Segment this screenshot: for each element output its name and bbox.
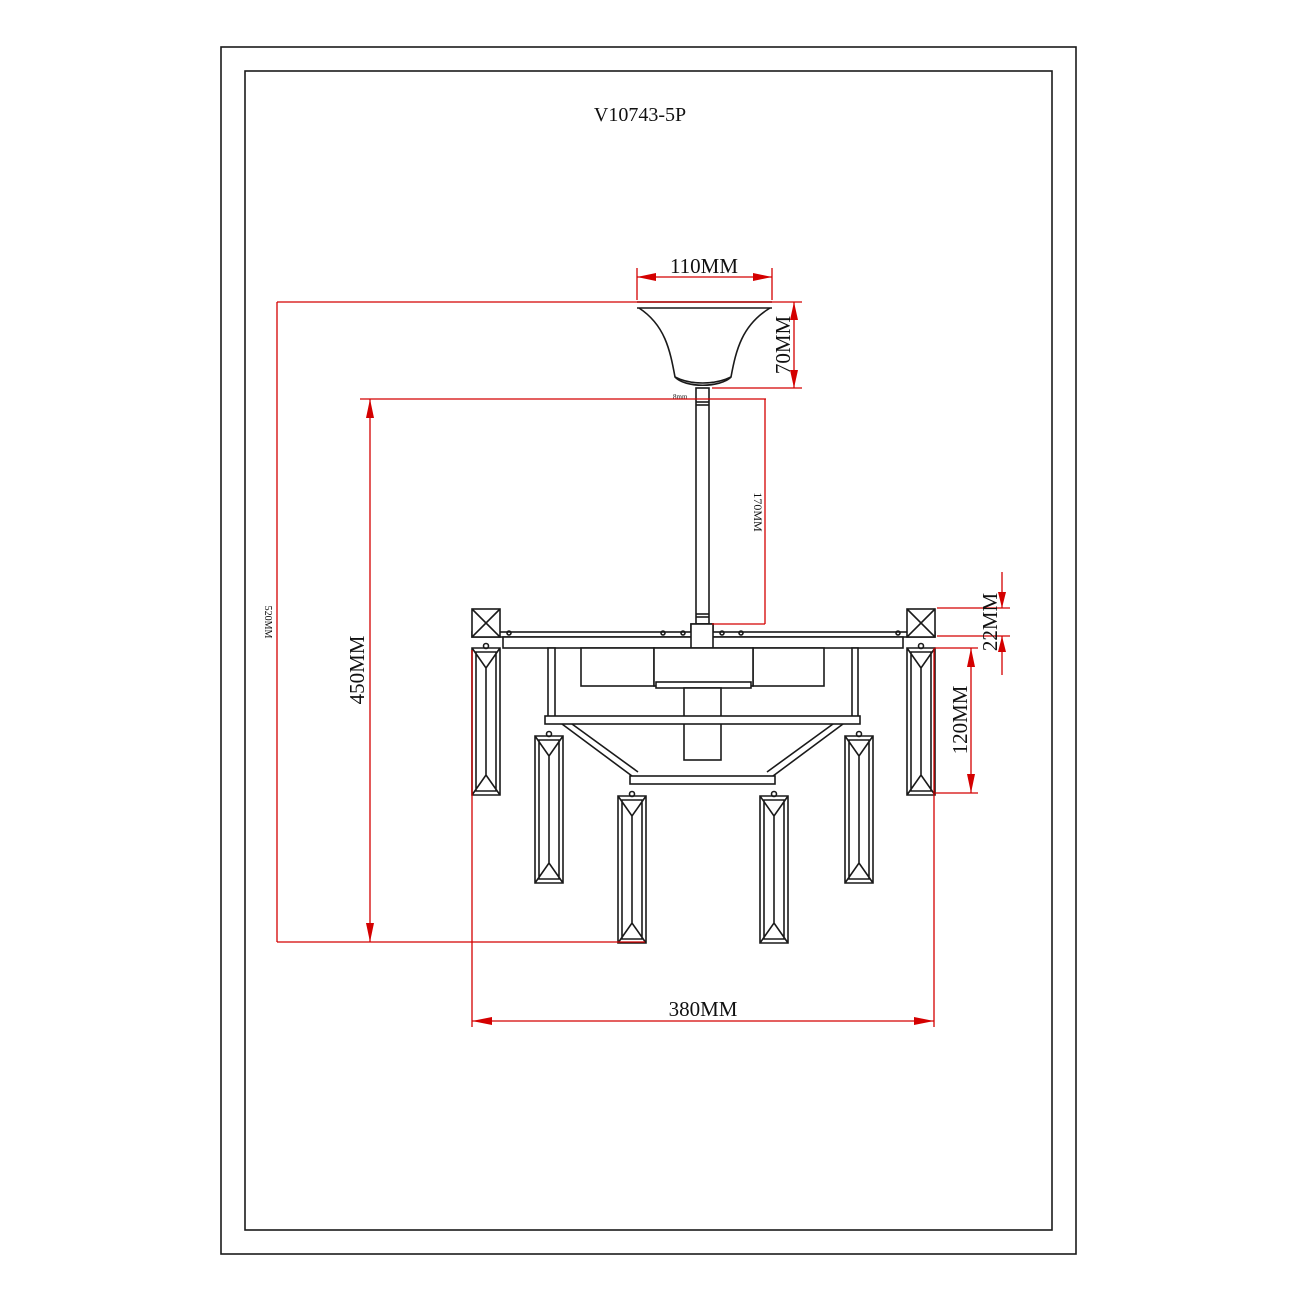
- outer-frame: [220, 46, 1077, 1255]
- dim-overall-width: 380MM: [669, 997, 738, 1021]
- crystal-prism: [844, 730, 874, 884]
- main-plate: [471, 623, 936, 649]
- model-title: V10743-5P: [594, 104, 686, 126]
- crystal-prism: [759, 790, 789, 944]
- dim-canopy-height: 70MM: [771, 316, 795, 375]
- chandelier-drawing: 8mm: [471, 301, 936, 944]
- crystal-pendants: [471, 642, 936, 944]
- dim-fixture-height: 450MM: [345, 635, 369, 704]
- rod-note: 8mm: [673, 393, 688, 401]
- dim-crystal-length: 120MM: [948, 685, 972, 754]
- dim-canopy-width: 110MM: [670, 254, 738, 278]
- crystal-prism: [617, 790, 647, 944]
- end-caps: [471, 608, 936, 638]
- inner-frame: [244, 70, 1053, 1231]
- light-housing: [580, 647, 825, 761]
- canopy: [637, 301, 772, 386]
- frame-arms: [544, 647, 861, 785]
- downrod: [690, 387, 714, 649]
- crystal-prism: [906, 642, 936, 796]
- dimension-labels: 110MM 70MM 520MM 450MM 170MM 22MM 120MM …: [262, 254, 1002, 1021]
- dim-total-height: 520MM: [262, 606, 273, 639]
- crystal-prism: [471, 642, 501, 796]
- dimension-lines: [276, 268, 1010, 1027]
- dim-plate-height: 22MM: [978, 593, 1002, 652]
- dim-rod-length: 170MM: [751, 492, 765, 532]
- crystal-prism: [534, 730, 564, 884]
